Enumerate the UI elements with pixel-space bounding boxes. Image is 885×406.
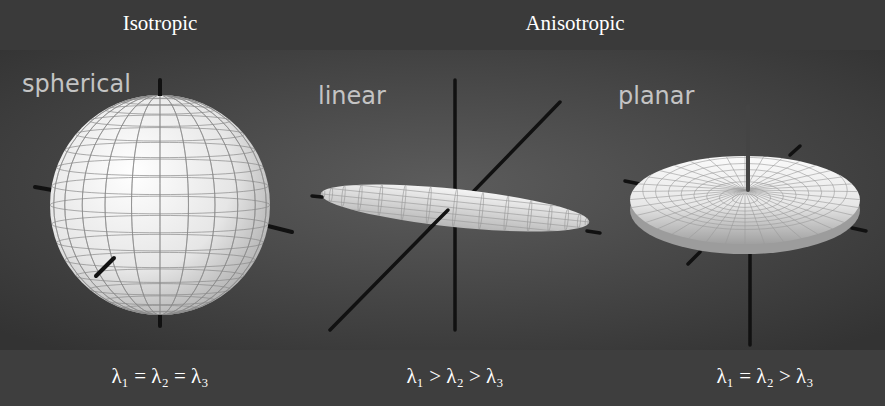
shape-label: planar — [618, 82, 694, 111]
shape-label: linear — [318, 82, 386, 111]
column-heading: Anisotropic — [525, 11, 624, 36]
eigenvalue-relation: λ₁ = λ₂ = λ₃ — [111, 364, 208, 389]
shape-label: spherical — [22, 70, 131, 99]
sphere — [50, 95, 270, 315]
eigenvalue-relation: λ₁ = λ₂ > λ₃ — [716, 364, 813, 389]
header-band — [0, 0, 885, 50]
figure-panel — [0, 50, 885, 350]
eigenvalue-relation: λ₁ > λ₂ > λ₃ — [406, 364, 503, 389]
linear-ellipsoid — [319, 175, 591, 241]
footer-band — [0, 350, 885, 406]
column-heading: Isotropic — [123, 11, 198, 36]
